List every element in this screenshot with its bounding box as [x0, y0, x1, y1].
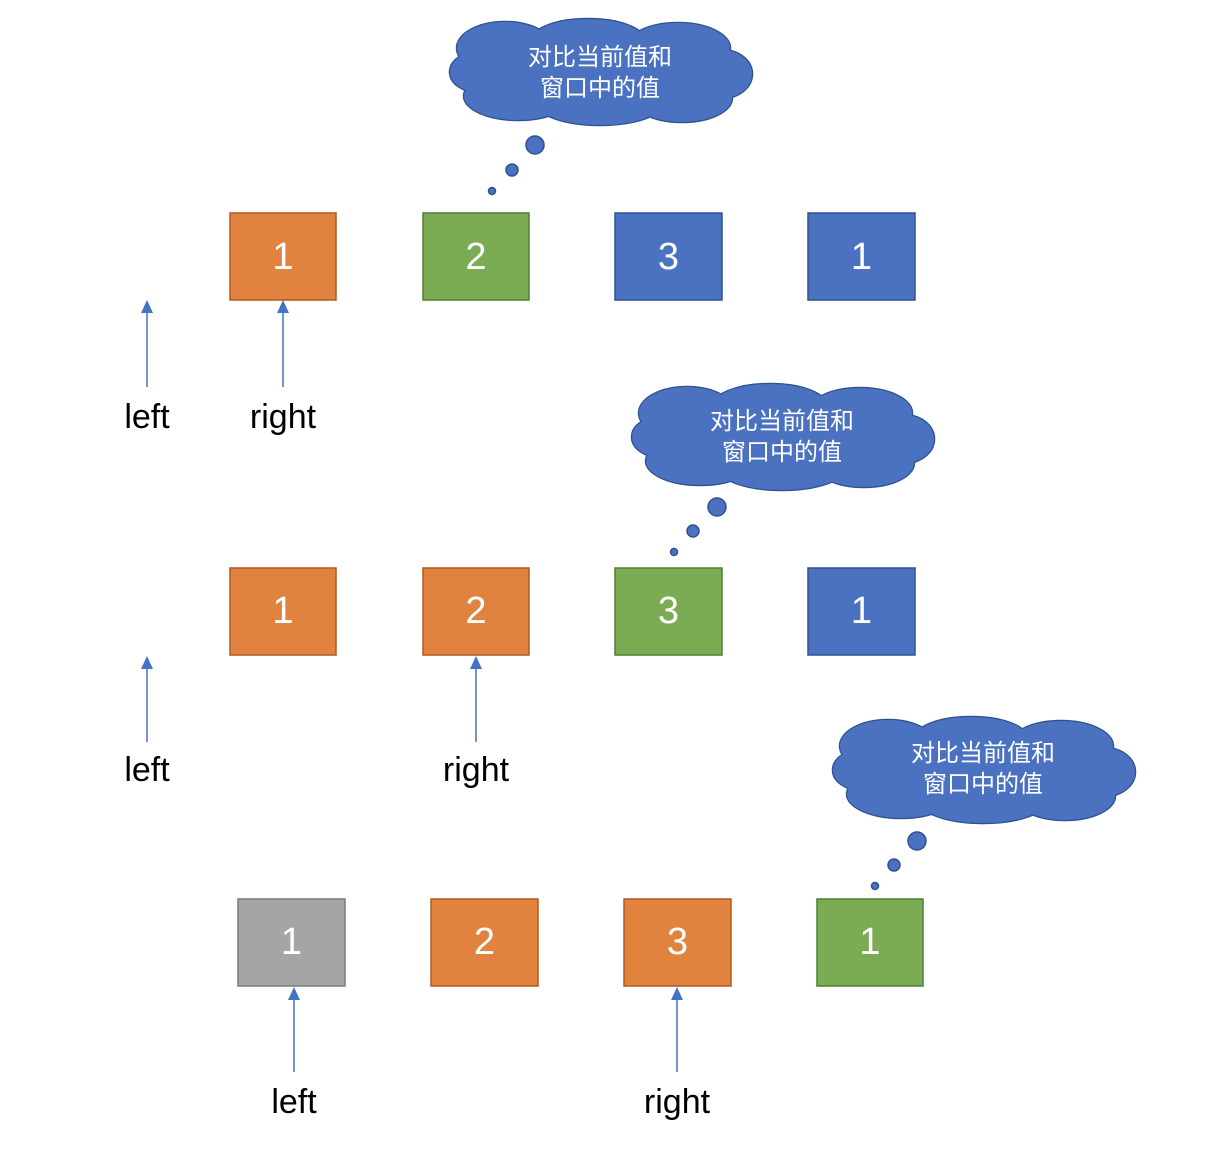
step-1: 对比当前值和 窗口中的值 1 2 3 1 left: [124, 17, 916, 436]
left-pointer: left: [124, 656, 170, 789]
thought-cloud: 对比当前值和 窗口中的值: [448, 17, 754, 127]
thought-line-2: 窗口中的值: [722, 438, 842, 466]
left-pointer: left: [271, 987, 317, 1121]
thought-dot-medium: [686, 524, 700, 538]
step-3: 对比当前值和 窗口中的值 1 2 3 1 left: [237, 715, 1137, 1121]
array-cell-3: 3: [614, 567, 723, 656]
cell-value: 1: [851, 590, 872, 632]
cell-box: [807, 567, 916, 656]
cell-value: 2: [465, 590, 486, 632]
thought-dot-medium: [505, 163, 519, 177]
thought-cloud: 对比当前值和 窗口中的值: [630, 382, 936, 492]
thought-cloud: 对比当前值和 窗口中的值: [831, 715, 1137, 825]
cloud-shape: [630, 382, 936, 492]
left-label: left: [124, 398, 170, 436]
right-arrow-head: [277, 300, 289, 313]
cell-box: [422, 212, 530, 301]
array-cell-1: 1: [229, 212, 337, 301]
right-pointer: right: [250, 300, 317, 436]
cell-value: 3: [658, 236, 679, 278]
thought-line-1: 对比当前值和: [528, 43, 672, 71]
left-label: left: [124, 751, 170, 789]
thought-dot-small: [487, 186, 497, 196]
cell-box: [422, 567, 530, 656]
thought-dot-small: [870, 881, 880, 891]
cell-box: [614, 212, 723, 301]
array-cell-2: 2: [422, 567, 530, 656]
cell-value: 1: [859, 921, 880, 963]
step-2: 对比当前值和 窗口中的值 1 2 3 1 left: [124, 382, 936, 789]
cell-value: 3: [667, 921, 688, 963]
left-arrow-head: [288, 987, 300, 1000]
thought-line-1: 对比当前值和: [710, 407, 854, 435]
right-pointer: right: [443, 656, 510, 789]
thought-line-2: 窗口中的值: [923, 770, 1043, 798]
cell-value: 2: [465, 236, 486, 278]
thought-dot-large: [525, 135, 545, 155]
cell-box: [229, 567, 337, 656]
thought-dot-medium: [887, 858, 901, 872]
right-arrow-head: [671, 987, 683, 1000]
left-label: left: [271, 1083, 317, 1121]
right-arrow-head: [470, 656, 482, 669]
array-cell-2: 2: [430, 898, 539, 987]
array-cell-1: 1: [229, 567, 337, 656]
thought-dot-small: [669, 547, 679, 557]
left-arrow-head: [141, 300, 153, 313]
array-cell-4: 1: [807, 567, 916, 656]
array-cell-4: 1: [816, 898, 924, 987]
right-pointer: right: [644, 987, 711, 1121]
array-cell-3: 3: [614, 212, 723, 301]
cell-box: [807, 212, 916, 301]
right-label: right: [644, 1083, 711, 1121]
cell-box: [816, 898, 924, 987]
cell-value: 1: [851, 236, 872, 278]
thought-dot-large: [907, 831, 927, 851]
cell-value: 1: [281, 921, 302, 963]
cell-box: [614, 567, 723, 656]
cell-box: [430, 898, 539, 987]
cell-box: [623, 898, 732, 987]
left-arrow-head: [141, 656, 153, 669]
thought-dot-large: [707, 497, 727, 517]
left-pointer: left: [124, 300, 170, 436]
array-cell-3: 3: [623, 898, 732, 987]
cell-value: 2: [474, 921, 495, 963]
right-label: right: [250, 398, 317, 436]
cell-box: [229, 212, 337, 301]
cell-value: 1: [272, 236, 293, 278]
cell-box: [237, 898, 346, 987]
array-cell-1: 1: [237, 898, 346, 987]
cell-value: 3: [658, 590, 679, 632]
cloud-shape: [448, 17, 754, 127]
right-label: right: [443, 751, 510, 789]
thought-line-2: 窗口中的值: [540, 74, 660, 102]
thought-line-1: 对比当前值和: [911, 739, 1055, 767]
cell-value: 1: [272, 590, 293, 632]
array-cell-2: 2: [422, 212, 530, 301]
array-cell-4: 1: [807, 212, 916, 301]
